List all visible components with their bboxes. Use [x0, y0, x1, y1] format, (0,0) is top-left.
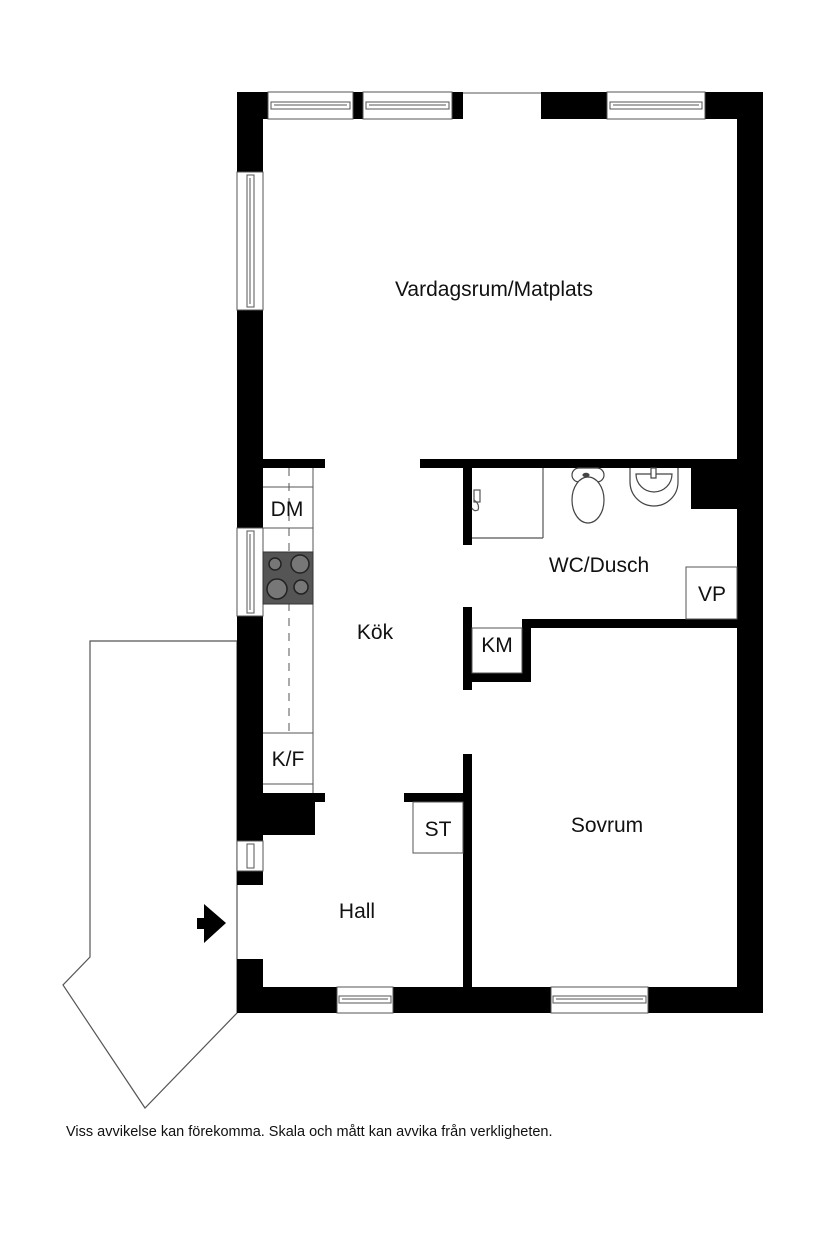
window-icon [236, 840, 264, 872]
fixture-label-storage: ST [425, 818, 452, 841]
entrance-arrow-icon [197, 904, 226, 943]
entrance-terrace-outline [62, 640, 238, 1109]
stove-icon [262, 551, 314, 605]
fixture-label-washing-machine: KM [481, 634, 513, 657]
window-icon [236, 527, 264, 617]
shower-icon [471, 468, 544, 539]
sink-icon [629, 467, 679, 507]
room-label-living: Vardagsrum/Matplats [395, 278, 593, 301]
room-label-hall: Hall [339, 900, 375, 923]
kitchen-counter [263, 468, 314, 793]
toilet-icon [571, 467, 605, 524]
disclaimer-text: Viss avvikelse kan förekomma. Skala och … [66, 1124, 553, 1140]
window-icon [362, 91, 453, 120]
outer-walls [237, 92, 763, 1013]
fixture-label-dishwasher: DM [271, 498, 304, 521]
window-icon [236, 171, 264, 311]
windows [236, 91, 706, 1014]
window-icon [606, 91, 706, 120]
window-icon [550, 986, 649, 1014]
room-label-bathroom: WC/Dusch [549, 554, 649, 577]
fixture-label-water-heater: VP [698, 583, 726, 606]
fixture-label-fridge: K/F [272, 748, 305, 771]
room-label-kitchen: Kök [357, 621, 394, 644]
window-icon [267, 91, 354, 120]
room-label-bedroom: Sovrum [571, 814, 643, 837]
fixture-boxes [412, 566, 738, 854]
interior-walls [263, 459, 737, 987]
window-icon [336, 986, 394, 1014]
